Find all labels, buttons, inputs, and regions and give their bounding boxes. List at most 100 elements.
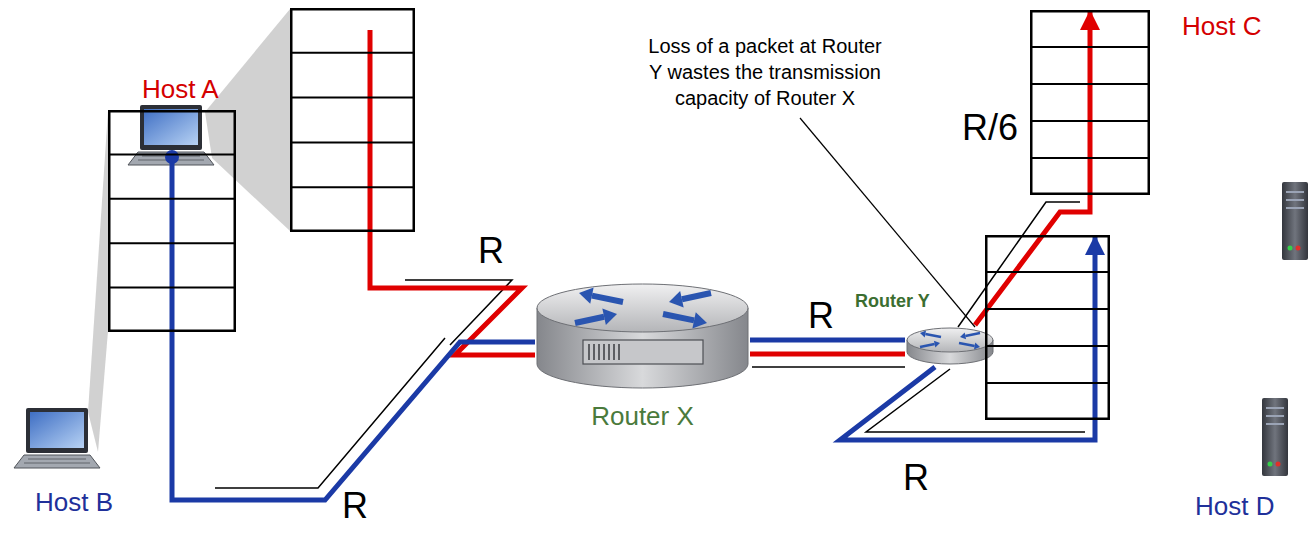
router-arrow-shaft <box>925 334 941 337</box>
buffer-row <box>1030 46 1150 48</box>
host-buffer: Host C <box>1030 10 1150 195</box>
router-top <box>907 328 993 352</box>
router-arrow-head <box>602 309 617 325</box>
buffer-outline <box>1031 11 1149 194</box>
buffer-outline <box>291 9 414 231</box>
callout-note: Loss of a packet at Router Y wastes the … <box>642 33 888 111</box>
host-label: Host C <box>1182 12 1261 42</box>
router-vent <box>618 344 620 360</box>
server-light <box>1288 246 1293 251</box>
link-rate-label: R <box>478 233 504 269</box>
server-case <box>1262 398 1288 476</box>
buffer-row <box>1030 157 1150 159</box>
router-vent <box>603 344 605 360</box>
buffer-outline <box>109 111 235 331</box>
laptop-icon <box>128 105 214 165</box>
link-rate-label: R <box>342 488 368 524</box>
buffer-row <box>985 271 1110 273</box>
host-label: Host D <box>1195 492 1274 522</box>
flow-line <box>170 157 175 332</box>
laptop-icon <box>14 408 100 468</box>
router-top <box>537 284 748 332</box>
buffer-row <box>108 153 236 155</box>
router-vent <box>598 344 600 360</box>
host-label: Host A <box>142 75 219 105</box>
buffer-row <box>1030 83 1150 85</box>
server-slot <box>1286 191 1304 193</box>
router-vent <box>608 344 610 360</box>
link-rate-label: R <box>808 298 834 334</box>
router-graphic <box>535 280 750 390</box>
link-line <box>866 369 1085 432</box>
leader-line <box>800 118 975 327</box>
router-arrow-head <box>692 312 707 328</box>
buffer-row <box>290 186 415 188</box>
router-vent <box>593 344 595 360</box>
buffer-graphic <box>1030 10 1150 195</box>
host-buffer: Host D <box>985 235 1110 420</box>
router-arrow-head <box>579 287 594 303</box>
server-slot <box>1286 199 1304 201</box>
buffer-row <box>1030 120 1150 122</box>
link-rate-label: R <box>903 460 929 496</box>
flow-source-dot <box>165 150 179 164</box>
connector-group <box>172 10 1095 500</box>
router-arrows <box>575 287 711 328</box>
router-arrow-shaft <box>920 344 935 347</box>
buffer-row <box>290 52 415 54</box>
server-light <box>1276 462 1281 467</box>
router-label: Router Y <box>855 291 930 312</box>
link-rate-label: R/6 <box>962 110 1018 146</box>
laptop-keys <box>28 459 86 460</box>
flow-connector <box>750 338 905 343</box>
zoom-cone <box>205 9 290 231</box>
host-buffer: Host B <box>108 110 236 332</box>
buffer-row <box>108 287 236 289</box>
buffer-row <box>985 308 1110 310</box>
router-graphic <box>905 325 995 367</box>
router-arrow-head <box>920 331 926 338</box>
laptop-screen-frame <box>26 408 88 453</box>
server-slot <box>1286 207 1304 209</box>
router-arrow-shaft <box>682 293 711 299</box>
router-arrows <box>920 331 980 350</box>
buffer-outline <box>986 236 1109 419</box>
laptop-screen <box>144 109 198 145</box>
buffer-row <box>290 97 415 99</box>
router-arrow-head <box>669 291 684 307</box>
buffer-graphic <box>985 235 1110 420</box>
router-arrow-shaft <box>959 343 975 346</box>
router-panel <box>583 340 703 364</box>
laptop-base <box>14 455 100 468</box>
server-icon <box>1282 182 1308 260</box>
router-arrow-head <box>974 343 980 350</box>
server-slot <box>1266 407 1284 409</box>
host-buffer: Host A <box>290 8 415 232</box>
router-icon: Router X <box>535 280 750 390</box>
buffer-graphic <box>290 8 415 232</box>
router-label: Router X <box>535 402 750 432</box>
buffer-row <box>290 141 415 143</box>
buffer-row <box>985 345 1110 347</box>
server-slot <box>1266 415 1284 417</box>
router-arrow-shaft <box>592 296 623 302</box>
link-line <box>752 366 905 368</box>
laptop-screen <box>30 412 84 448</box>
host-label: Host B <box>35 488 113 518</box>
router-vent <box>613 344 615 360</box>
buffer-row <box>985 382 1110 384</box>
laptop-keys <box>24 463 90 464</box>
server-case <box>1282 182 1308 260</box>
server-light <box>1296 246 1301 251</box>
buffer-row <box>108 198 236 200</box>
zoom-cone <box>88 111 108 452</box>
flow-connector <box>840 235 1095 440</box>
flow-connector <box>750 352 905 357</box>
router-icon: Router Y <box>905 325 995 367</box>
router-arrow-head <box>960 332 966 339</box>
router-arrow-shaft <box>575 317 604 323</box>
buffer-graphic <box>108 110 236 332</box>
link-line <box>215 338 445 488</box>
server-icon <box>1262 398 1288 476</box>
